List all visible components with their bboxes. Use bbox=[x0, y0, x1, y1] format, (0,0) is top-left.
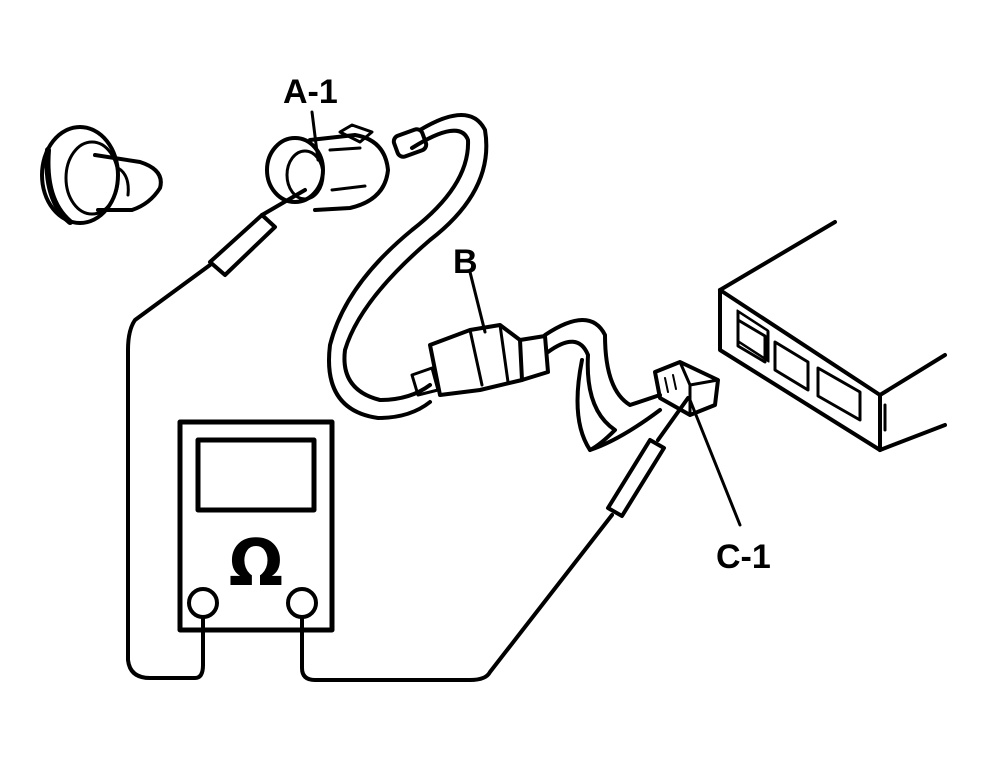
probe-c1 bbox=[300, 396, 690, 682]
connector-a1 bbox=[265, 123, 429, 212]
leader-line-c1 bbox=[688, 398, 742, 527]
bulb-socket-icon bbox=[40, 125, 163, 225]
label-a1: A-1 bbox=[283, 73, 338, 111]
label-b: B bbox=[453, 243, 478, 281]
control-unit-icon bbox=[718, 220, 947, 452]
harness-b-c1 bbox=[543, 318, 662, 452]
leader-line-a1 bbox=[310, 110, 320, 162]
leader-line-b bbox=[468, 270, 487, 334]
ohm-symbol: Ω bbox=[229, 527, 283, 601]
label-c1: C-1 bbox=[716, 538, 771, 576]
connector-b bbox=[410, 323, 550, 397]
harness-a1-b bbox=[327, 113, 489, 420]
probe-a1 bbox=[126, 188, 307, 680]
connector-c1 bbox=[653, 360, 720, 417]
